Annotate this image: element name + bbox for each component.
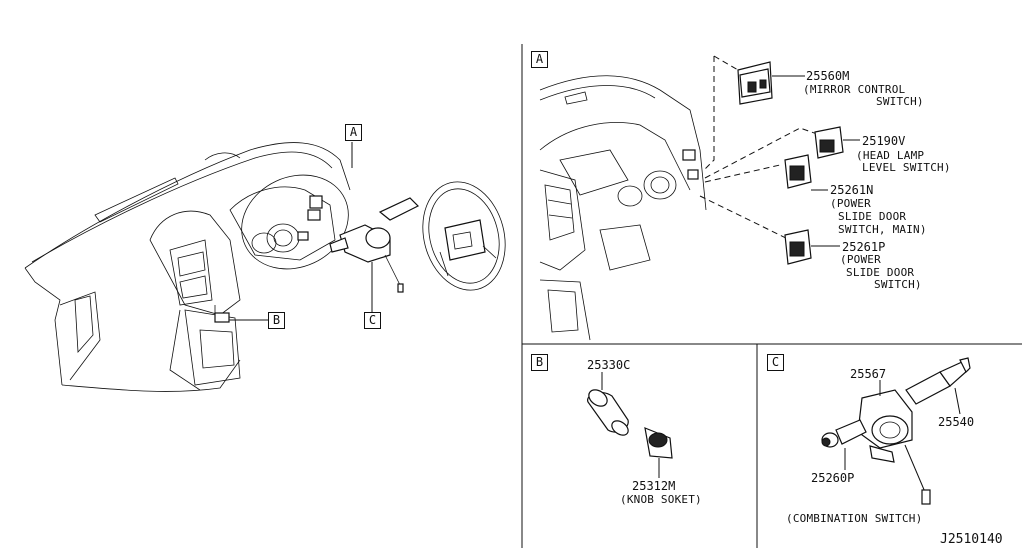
part-code-head-lamp: 25190V (862, 134, 906, 148)
part-desc-slide-door-1: (POWER (840, 253, 881, 266)
mirror-control-switch-part (737, 61, 773, 105)
part-code-25260p: 25260P (811, 471, 855, 485)
head-lamp-level-switch-part (814, 126, 844, 159)
part-desc-head-lamp-1: (HEAD LAMP (856, 149, 925, 162)
power-slide-door-main-switch-part (784, 154, 812, 189)
part-code-slide-door: 25261P (842, 240, 886, 254)
panel-a-dash (539, 75, 707, 341)
part-desc-slide-door-main-1: (POWER (830, 197, 871, 210)
power-slide-door-switch-part (784, 229, 812, 265)
main-leaders (230, 142, 373, 321)
callout-c: C (364, 312, 381, 329)
panel-c-caption: (COMBINATION SWITCH) (786, 512, 923, 525)
part-desc-slide-door-main-3: SWITCH, MAIN) (838, 223, 927, 236)
panel-c-label: C (767, 354, 784, 371)
dashboard-illustration (24, 142, 351, 392)
part-desc-slide-door-2: SLIDE DOOR (846, 266, 915, 279)
callout-b: B (268, 312, 285, 329)
part-desc-mirror-control-2: SWITCH) (876, 95, 924, 108)
panel-a-code-leaders (772, 75, 860, 247)
panel-b-label: B (531, 354, 548, 371)
part-desc-knob-socket: (KNOB SOKET) (620, 493, 702, 506)
drawing-number: J2510140 (940, 532, 1003, 547)
part-desc-slide-door-3: SWITCH) (874, 278, 922, 291)
part-desc-head-lamp-2: LEVEL SWITCH) (862, 161, 951, 174)
light-lever (821, 419, 867, 448)
part-desc-mirror-control-1: (MIRROR CONTROL (803, 83, 906, 96)
part-desc-slide-door-main-2: SLIDE DOOR (838, 210, 907, 223)
panel-c-parts (821, 357, 971, 505)
part-code-slide-door-main: 25261N (830, 183, 874, 197)
callout-a: A (345, 124, 362, 141)
wiper-lever (905, 357, 971, 405)
combination-switch-body (857, 389, 913, 463)
panel-b-parts (587, 372, 673, 478)
panel-a-label: A (531, 51, 548, 68)
part-code-socket-body: 25330C (587, 358, 631, 372)
steering-wheel (422, 181, 506, 291)
panel-borders (521, 44, 1022, 548)
part-code-mirror-control: 25560M (806, 69, 850, 83)
part-code-25567: 25567 (850, 367, 887, 381)
main-combination-switch (329, 197, 420, 293)
part-code-25540: 25540 (938, 415, 975, 429)
part-code-knob-socket: 25312M (632, 479, 676, 493)
panel-a-switches (737, 61, 844, 265)
panel-a-dashed-leaders (699, 55, 821, 241)
